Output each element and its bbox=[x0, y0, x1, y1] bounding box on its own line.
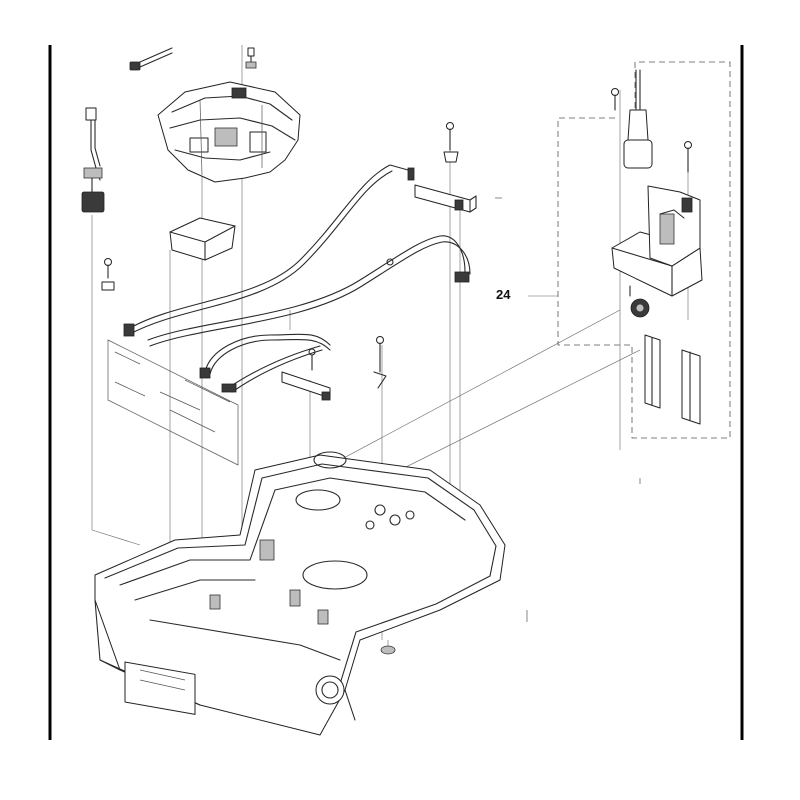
pin-top bbox=[245, 47, 257, 69]
connector-cable-top bbox=[129, 47, 173, 71]
screw-left bbox=[101, 258, 115, 291]
screw-top-right bbox=[443, 122, 459, 163]
screw-mid bbox=[373, 336, 387, 389]
callout-label-24: 24 bbox=[496, 287, 511, 302]
screw-assembly-top bbox=[611, 88, 619, 111]
label-sheet bbox=[107, 339, 239, 466]
small-bracket bbox=[281, 371, 331, 401]
screw-assembly-right bbox=[684, 141, 692, 173]
base-chassis bbox=[94, 451, 506, 736]
wire-harness-long bbox=[123, 164, 471, 347]
circuit-board-block bbox=[169, 217, 236, 261]
left-cable-plug bbox=[81, 107, 105, 213]
stray-marks bbox=[495, 197, 641, 622]
motor-housing bbox=[157, 81, 301, 183]
bracket-plate bbox=[407, 167, 477, 213]
assembly-24 bbox=[611, 69, 703, 425]
wire-harness-flat bbox=[199, 333, 331, 393]
assembly-24-dashed-outline bbox=[557, 61, 731, 439]
